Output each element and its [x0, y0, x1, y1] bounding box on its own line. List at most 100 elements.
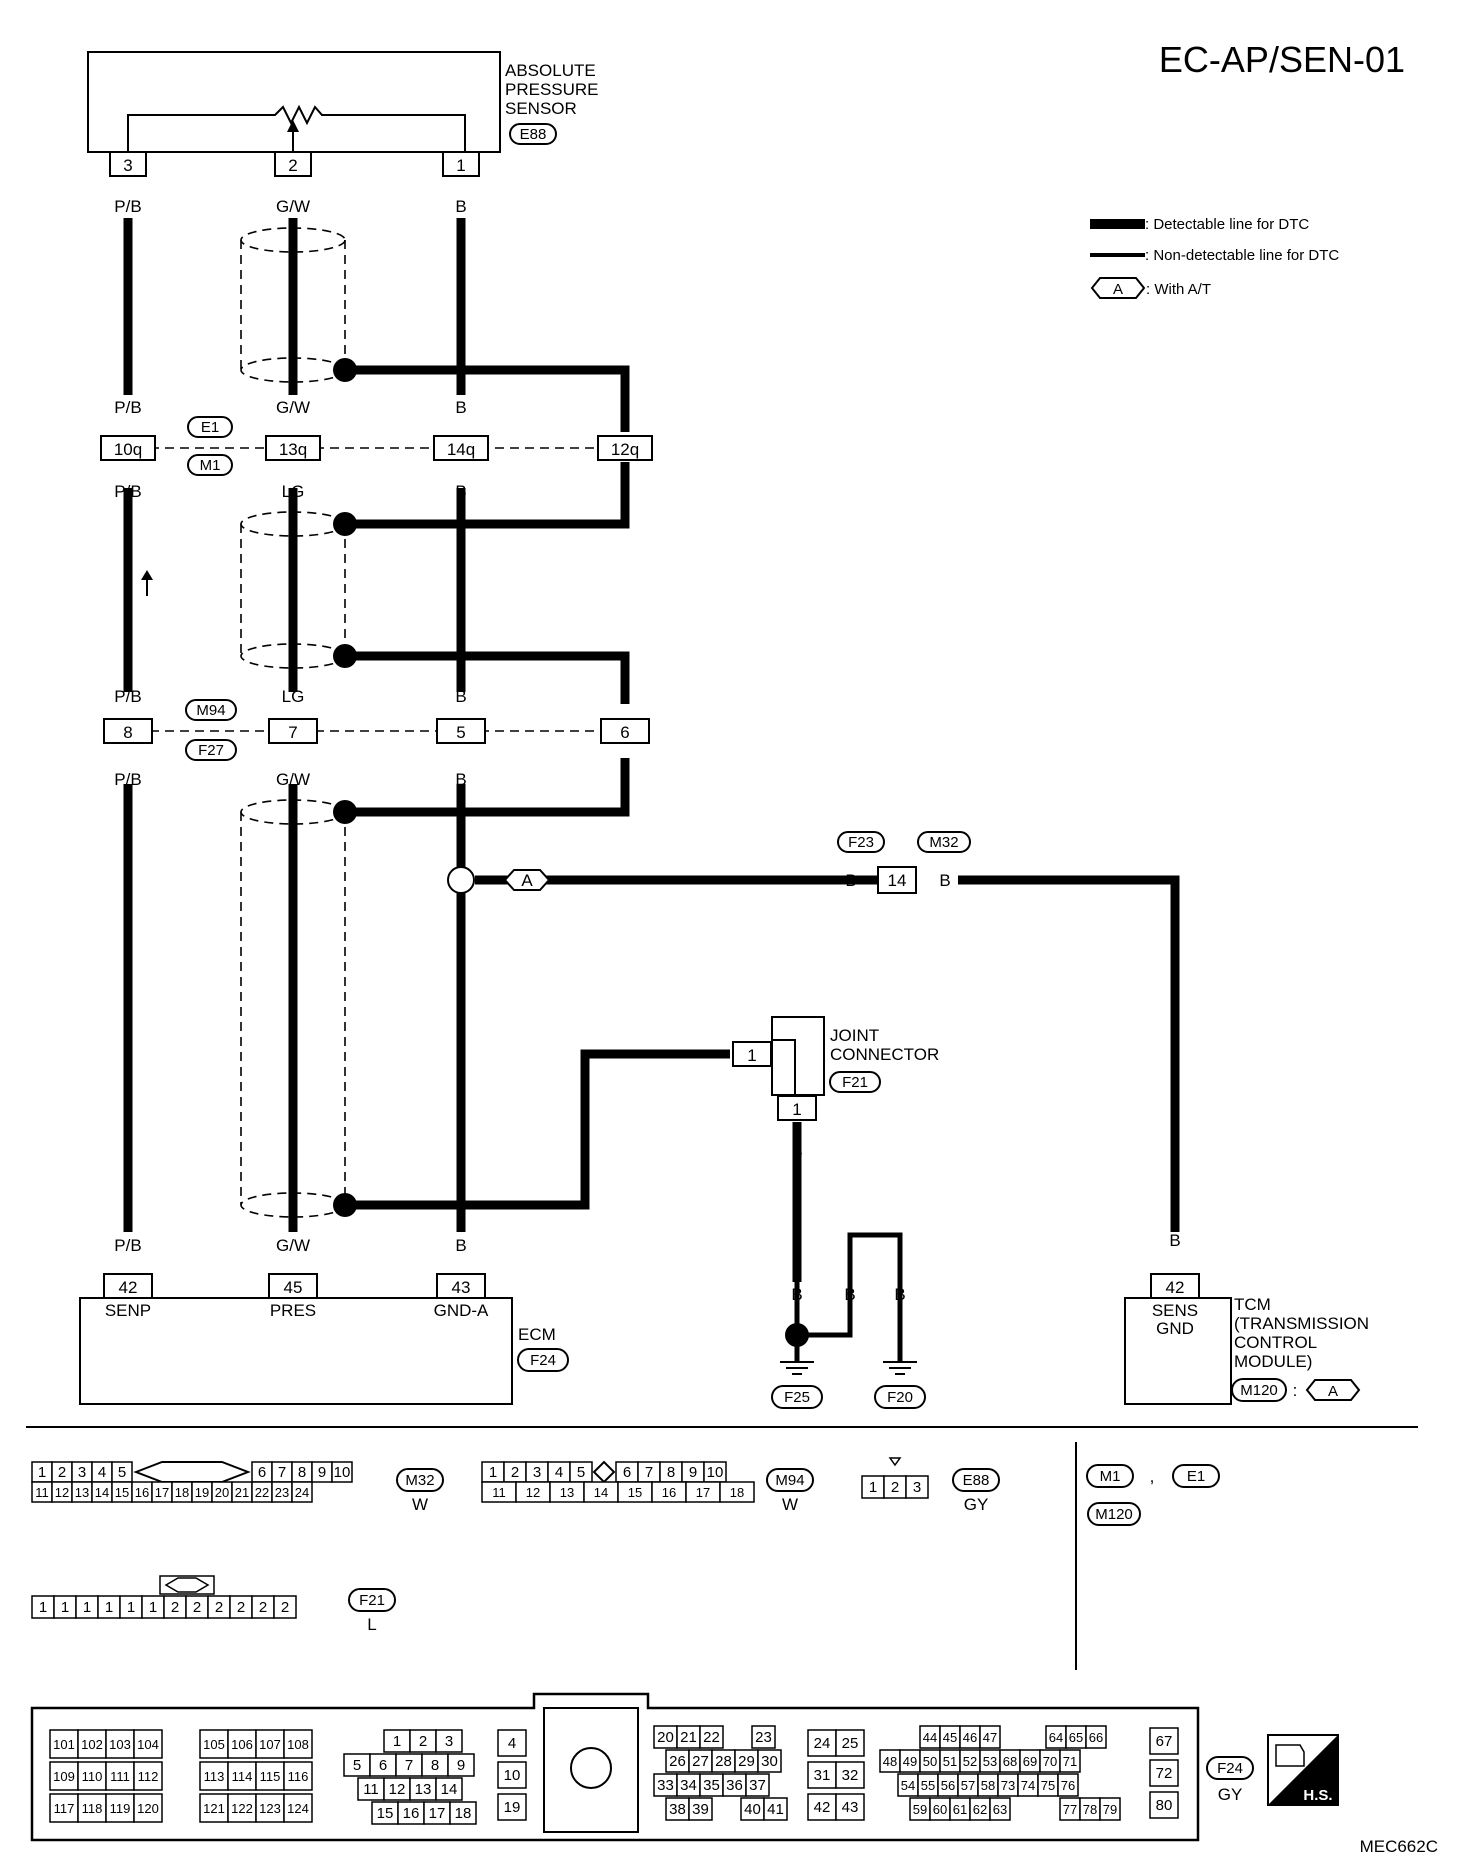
pin-number: 1 — [489, 1464, 497, 1481]
tcm-name-3: CONTROL — [1234, 1333, 1317, 1352]
ground-icon — [780, 1361, 814, 1375]
pin-number: 15 — [377, 1805, 394, 1822]
ecm-label: SENP — [105, 1301, 151, 1320]
pin-number: 60 — [933, 1802, 947, 1817]
svg-text:A: A — [1113, 281, 1123, 298]
pin-number: 12 — [526, 1485, 540, 1500]
joint-connector: 1 1 JOINT CONNECTOR F21 B — [732, 1016, 939, 1161]
pin-number: 53 — [983, 1754, 997, 1769]
with-at-symbol — [1305, 1379, 1361, 1401]
pin-number: 20 — [215, 1485, 229, 1500]
ecm-connector: F24 — [530, 1352, 556, 1369]
connector-key-icon — [888, 1457, 902, 1467]
pin-number: 118 — [82, 1801, 103, 1816]
pin-number: 79 — [1103, 1802, 1117, 1817]
ground-icon — [883, 1361, 917, 1375]
pin-number: 5 — [353, 1757, 361, 1774]
legend-with-at: : With A/T — [1146, 281, 1211, 298]
pin-number: 7 — [645, 1464, 653, 1481]
cavity — [49, 1761, 79, 1791]
sensor-pin-1: 1 — [456, 156, 465, 175]
pin-number: 11 — [492, 1485, 506, 1500]
row1-pin: 14q — [447, 440, 475, 459]
cavity — [1099, 1797, 1121, 1821]
joint-wire: B — [791, 1142, 802, 1161]
cavity — [757, 1749, 782, 1773]
pin-number: 2 — [259, 1599, 267, 1616]
row2-pin: 7 — [288, 723, 297, 742]
pin-number: 27 — [692, 1753, 709, 1770]
joint-pin-left: 1 — [747, 1046, 756, 1065]
pin-number: 1 — [393, 1733, 401, 1750]
absolute-pressure-sensor: ABSOLUTE PRESSURE SENSOR E88 — [87, 51, 599, 160]
pin-number: 22 — [255, 1485, 269, 1500]
row1-pin: 10q — [114, 440, 142, 459]
pin-number: 36 — [726, 1777, 743, 1794]
cavity — [497, 1793, 527, 1821]
ecm-label: PRES — [270, 1301, 316, 1320]
pin-number: 18 — [455, 1805, 472, 1822]
pin-number: 103 — [109, 1737, 131, 1752]
cavity — [105, 1761, 135, 1791]
ecm-pin: 45 — [284, 1278, 303, 1297]
pin-number: 14 — [95, 1485, 109, 1500]
wire-color-labels: P/B P/B P/B P/B P/B P/B G/W G/W LG LG G/… — [114, 197, 466, 1255]
pin-number: 1 — [149, 1599, 157, 1616]
pin-number: 12 — [389, 1781, 406, 1798]
row1-pin: 12q — [611, 440, 639, 459]
row2-pin: 8 — [123, 723, 132, 742]
cavity — [745, 1773, 770, 1797]
pin-number: 19 — [195, 1485, 209, 1500]
pin-number: 43 — [842, 1799, 859, 1816]
at-wire-right: B — [939, 871, 950, 890]
conn-id-m120: M120 — [1095, 1506, 1133, 1523]
pin-number: 39 — [692, 1801, 709, 1818]
figure-code: MEC662C — [1360, 1837, 1438, 1856]
cavity — [49, 1793, 79, 1823]
pin-number: 4 — [555, 1464, 563, 1481]
cavity — [1059, 1749, 1081, 1773]
connector-row-e1-m1: 10q 13q 14q 12q E1 M1 — [100, 416, 653, 476]
row2-conn-top: M94 — [196, 702, 225, 719]
sensor-name-line2: PRESSURE — [505, 80, 599, 99]
pin-number: 49 — [903, 1754, 917, 1769]
pin-number: 16 — [403, 1805, 420, 1822]
cavity — [435, 1777, 463, 1801]
cavity — [199, 1761, 229, 1791]
pin-number: 13 — [75, 1485, 89, 1500]
page-id: EC-AP/SEN-01 — [1159, 39, 1405, 80]
pin-number: 34 — [680, 1777, 697, 1794]
cavity — [331, 1461, 353, 1483]
pin-number: 55 — [921, 1778, 935, 1793]
tcm-pin-label-2: GND — [1156, 1319, 1194, 1338]
cavity — [273, 1595, 297, 1619]
wire-label: P/B — [114, 687, 141, 706]
ecm-label: GND-A — [434, 1301, 489, 1320]
pin-number: 35 — [703, 1777, 720, 1794]
pin-number: 38 — [669, 1801, 686, 1818]
pin-number: 70 — [1043, 1754, 1057, 1769]
pin-number: 115 — [260, 1769, 281, 1784]
pin-number: 2 — [419, 1733, 427, 1750]
at-conn-left: F23 — [848, 834, 874, 851]
pin-number: 109 — [53, 1769, 75, 1784]
pin-number: 31 — [814, 1767, 831, 1784]
pin-number: 54 — [901, 1778, 915, 1793]
pin-number: 111 — [110, 1769, 130, 1784]
pin-number: 117 — [54, 1801, 75, 1816]
pin-number: 74 — [1021, 1778, 1035, 1793]
connector-key-icon — [164, 1577, 210, 1593]
cavity — [133, 1761, 163, 1791]
pin-number: 78 — [1083, 1802, 1097, 1817]
pin-number: 106 — [231, 1737, 253, 1752]
cavity — [449, 1801, 477, 1825]
cavity — [105, 1729, 135, 1759]
pin-number: 1 — [105, 1599, 113, 1616]
pin-number: 20 — [657, 1729, 674, 1746]
cavity — [835, 1761, 865, 1789]
pin-number: 116 — [288, 1769, 309, 1784]
m94-id: M94 — [775, 1472, 804, 1489]
pin-number: 2 — [281, 1599, 289, 1616]
pin-number: 64 — [1049, 1730, 1063, 1745]
